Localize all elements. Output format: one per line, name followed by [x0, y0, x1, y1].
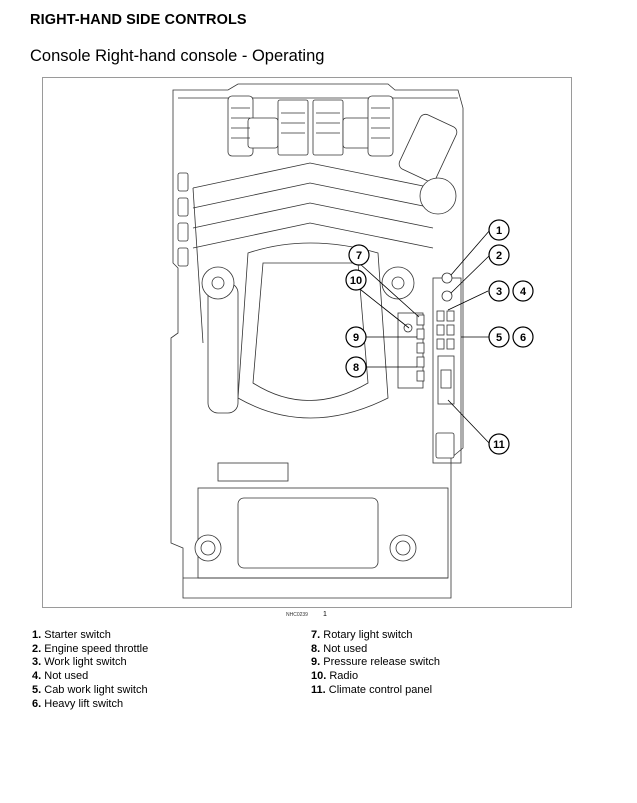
legend-item: 3. Work light switch	[32, 656, 127, 669]
pedals	[227, 95, 394, 157]
svg-text:2: 2	[496, 250, 502, 262]
callout-4: 4	[512, 280, 534, 302]
section-title: RIGHT-HAND SIDE CONTROLS	[30, 12, 247, 28]
page-subtitle: Console Right-hand console - Operating	[30, 47, 325, 65]
callout-10: 10	[345, 269, 367, 291]
svg-text:3: 3	[496, 286, 502, 298]
svg-text:8: 8	[353, 362, 359, 374]
legend-item: 11. Climate control panel	[311, 683, 433, 696]
svg-text:5: 5	[496, 332, 502, 344]
svg-text:1: 1	[496, 225, 502, 237]
legend-item: 10. Radio	[311, 670, 359, 683]
legend-item: 4. Not used	[32, 670, 89, 683]
legend-item: 9. Pressure release switch	[311, 656, 441, 669]
floor-plate	[192, 162, 434, 249]
right-console	[397, 272, 462, 464]
legend-item: 7. Rotary light switch	[311, 629, 413, 641]
callout-7: 7	[348, 244, 370, 266]
callout-11: 11	[488, 433, 510, 455]
legend-item: 6. Heavy lift switch	[32, 697, 124, 710]
callout-3: 3	[488, 280, 510, 302]
legend-item: 5. Cab work light switch	[32, 683, 148, 696]
callout-6: 6	[512, 326, 534, 348]
callout-leaders	[355, 229, 491, 445]
console-diagram: 1 2 3 4 5 6 7 8 9 10 11	[42, 77, 572, 608]
left-grille	[177, 172, 204, 344]
joysticks	[201, 266, 415, 300]
callout-1: 1	[488, 219, 510, 241]
callout-9: 9	[345, 326, 367, 348]
callout-5: 5	[488, 326, 510, 348]
svg-text:4: 4	[520, 286, 527, 298]
figure-number: 1	[323, 611, 327, 618]
svg-text:11: 11	[493, 439, 505, 451]
callout-2: 2	[488, 244, 510, 266]
svg-text:6: 6	[520, 332, 526, 344]
svg-text:10: 10	[350, 275, 362, 287]
legend-item: 2. Engine speed throttle	[32, 642, 149, 655]
legend-left: 1. Starter switch 2. Engine speed thrott…	[32, 629, 148, 711]
handset	[398, 113, 458, 215]
svg-text:7: 7	[356, 250, 362, 262]
legend-item: 1. Starter switch	[32, 629, 111, 641]
storage-compartment	[194, 462, 449, 579]
svg-text:9: 9	[353, 332, 359, 344]
legend-right: 7. Rotary light switch 8. Not used 9. Pr…	[311, 629, 440, 698]
legend-item: 8. Not used	[311, 642, 368, 655]
cab-drawing: 1 2 3 4 5 6 7 8 9 10 11	[170, 83, 534, 599]
figure-code: NHC0239	[286, 612, 308, 618]
callout-8: 8	[345, 356, 367, 378]
